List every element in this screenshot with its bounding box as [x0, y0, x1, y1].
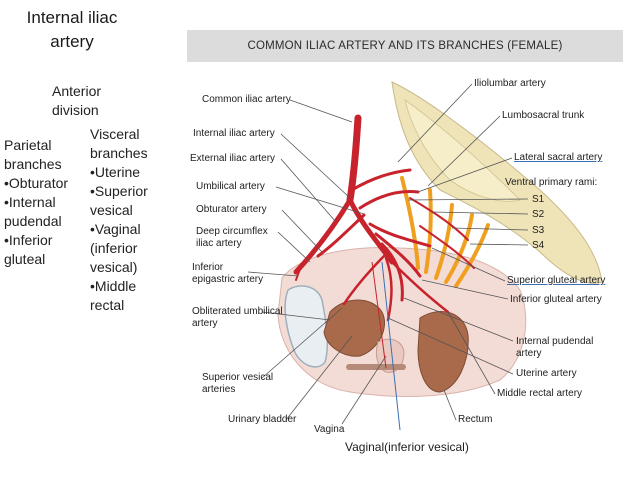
parietal-line: gluteal: [4, 251, 46, 267]
visceral-line: •Vaginal: [90, 221, 141, 237]
label-inferior-epigastric-2: epigastric artery: [192, 274, 264, 285]
parietal-line: •Inferior: [4, 232, 53, 248]
title-line-2: artery: [50, 32, 94, 51]
label-obliterated-umbilical-2: artery: [192, 318, 218, 329]
annotation-pointer: [381, 261, 401, 431]
label-inferior-gluteal-artery: Inferior gluteal artery: [510, 294, 602, 305]
label-s1: S1: [532, 194, 545, 205]
label-internal-pudendal-1: Internal pudendal: [516, 336, 594, 347]
label-s3: S3: [532, 225, 545, 236]
visceral-line: •Superior: [90, 183, 148, 199]
visceral-line: (inferior: [90, 240, 138, 256]
leader-lines: [247, 83, 529, 425]
label-s2: S2: [532, 209, 545, 220]
label-rectum: Rectum: [458, 414, 493, 425]
label-uterine-artery: Uterine artery: [516, 368, 577, 379]
parietal-line: pudendal: [4, 213, 62, 229]
label-urinary-bladder: Urinary bladder: [228, 414, 297, 425]
parietal-line: •Obturator: [4, 175, 69, 191]
label-umbilical-artery: Umbilical artery: [196, 181, 265, 192]
visceral-line: Visceral: [90, 126, 140, 142]
parietal-line: branches: [4, 156, 62, 172]
floor-band: [346, 364, 406, 370]
artery-tree: [293, 114, 475, 322]
anterior-line-1: Anterior: [52, 83, 102, 99]
title-line-1: Internal iliac: [26, 8, 118, 27]
parietal-line: •Internal: [4, 194, 56, 210]
pubic-bone: [284, 285, 329, 368]
label-obliterated-umbilical-1: Obliterated umbilical: [192, 306, 283, 317]
visceral-line: branches: [90, 145, 148, 161]
label-vagina: Vagina: [314, 424, 345, 435]
slide-title: Internal iliac artery: [12, 6, 132, 54]
diagram-banner: [187, 30, 623, 62]
visceral-line: vesical: [90, 202, 133, 218]
label-inferior-epigastric-1: Inferior: [192, 262, 224, 273]
label-deep-circumflex-1: Deep circumflex: [196, 226, 268, 237]
label-iliolumbar-artery: Iliolumbar artery: [474, 78, 546, 89]
label-middle-rectal-artery: Middle rectal artery: [497, 388, 583, 399]
label-superior-vesical-1: Superior vesical: [202, 372, 274, 383]
label-internal-iliac-artery: Internal iliac artery: [193, 128, 275, 139]
parietal-line: Parietal: [4, 137, 52, 153]
label-superior-vesical-2: arteries: [202, 384, 236, 395]
vaginal-annotation: Vaginal(inferior vesical): [345, 440, 469, 454]
label-lateral-sacral-artery: Lateral sacral artery: [514, 152, 603, 163]
label-common-iliac-artery: Common iliac artery: [202, 94, 291, 105]
uterus: [323, 299, 385, 357]
visceral-line: •Uterine: [90, 164, 141, 180]
anterior-line-2: division: [52, 102, 99, 118]
label-superior-gluteal-artery: Superior gluteal artery: [507, 275, 606, 286]
vagina-pointer: [371, 261, 387, 369]
visceral-line: •Middle: [90, 278, 137, 294]
label-lumbosacral-trunk: Lumbosacral trunk: [502, 110, 585, 121]
visceral-line: rectal: [90, 297, 125, 313]
sacrum-inner: [404, 99, 521, 202]
label-s4: S4: [532, 240, 545, 251]
anterior-division-heading: Anterior division: [52, 82, 101, 120]
parietal-branches-list: Parietal branches •Obturator •Internal p…: [4, 136, 68, 269]
label-external-iliac-artery: External iliac artery: [190, 153, 276, 164]
rectum: [417, 311, 469, 393]
diagram-heading: COMMON ILIAC ARTERY AND ITS BRANCHES (FE…: [247, 40, 563, 52]
visceral-line: vesical): [90, 259, 138, 275]
visceral-branches-list: Visceral branches •Uterine •Superior ves…: [90, 125, 148, 315]
label-internal-pudendal-2: artery: [516, 348, 542, 359]
label-obturator-artery: Obturator artery: [196, 204, 267, 215]
label-ventral-primary-rami: Ventral primary rami:: [505, 177, 598, 188]
label-deep-circumflex-2: iliac artery: [196, 238, 242, 249]
